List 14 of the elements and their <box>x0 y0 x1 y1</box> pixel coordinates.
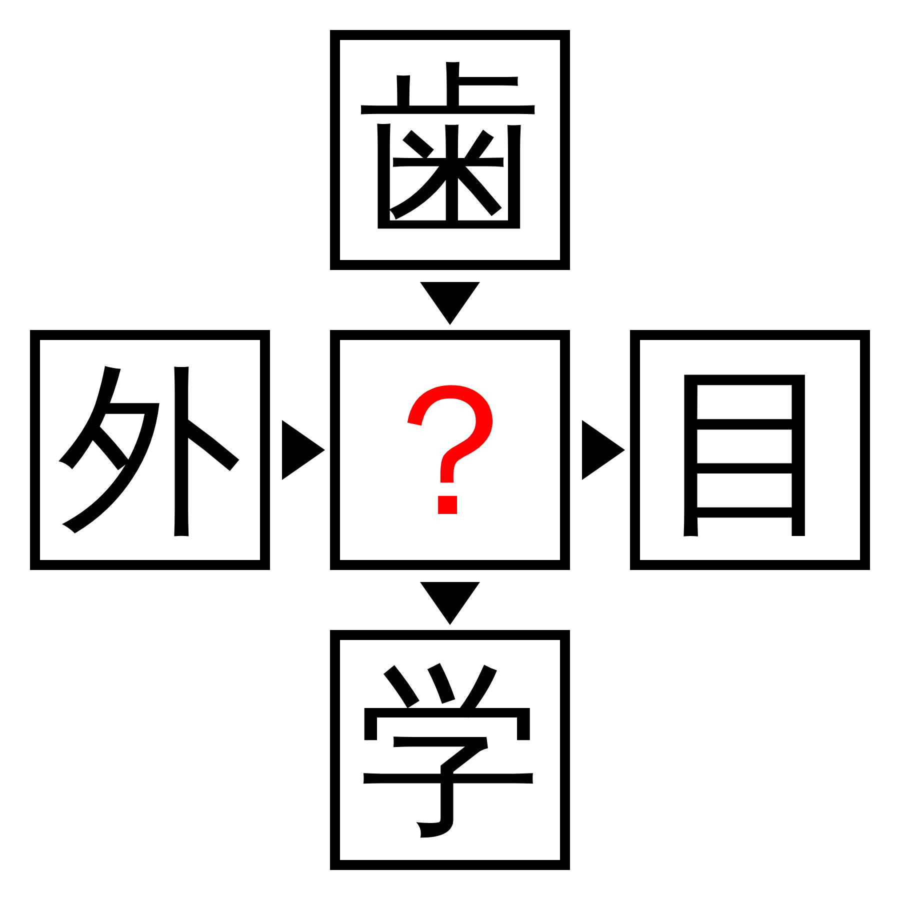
arrow <box>282 420 325 480</box>
character-box <box>30 330 270 570</box>
kanji-character: 学 <box>358 658 542 842</box>
question-mark: ？ <box>358 358 542 542</box>
kanji-character: 外 <box>58 358 242 542</box>
character-box <box>630 330 870 570</box>
character-box <box>330 630 570 870</box>
arrow <box>420 582 480 625</box>
arrow <box>582 420 625 480</box>
question-box <box>330 330 570 570</box>
kanji-character: 目 <box>658 358 842 542</box>
character-box <box>330 30 570 270</box>
kanji-character: 歯 <box>358 58 542 242</box>
arrow <box>420 282 480 325</box>
